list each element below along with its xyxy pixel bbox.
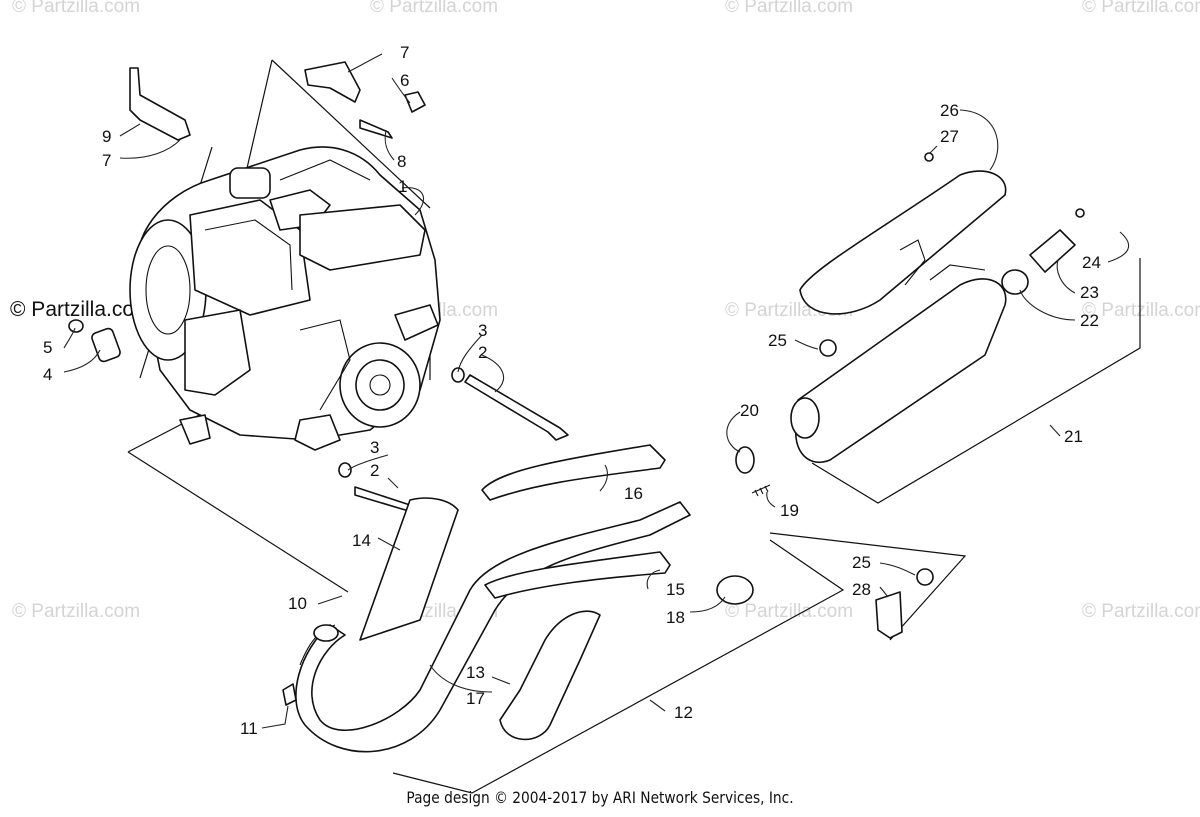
callout-25: 25: [768, 331, 787, 350]
watermark: © Partzilla.com: [725, 601, 853, 622]
callout-20: 20: [740, 401, 759, 420]
spring-part: [751, 484, 771, 497]
callout-21: 21: [1064, 427, 1083, 446]
callout-26: 26: [940, 101, 959, 120]
watermark: © Partzilla.com: [1082, 300, 1200, 321]
callout-10: 10: [288, 594, 307, 613]
callout-25: 25: [852, 553, 871, 572]
watermark: © Partzilla.com: [10, 298, 152, 321]
callout-8: 8: [397, 152, 406, 171]
watermark: © Partzilla.com: [370, 0, 498, 17]
watermark: © Partzilla.com: [12, 0, 140, 17]
callout-15: 15: [666, 580, 685, 599]
leader-lines: [63, 53, 1130, 729]
callout-24: 24: [1082, 253, 1101, 272]
callout-17: 17: [466, 689, 485, 708]
watermark: © Partzilla.com: [1082, 601, 1200, 622]
callout-22: 22: [1080, 311, 1099, 330]
callout-3: 3: [370, 438, 379, 457]
callout-2: 2: [370, 461, 379, 480]
callout-19: 19: [780, 501, 799, 520]
callout-16: 16: [624, 484, 643, 503]
callout-18: 18: [666, 608, 685, 627]
watermark: © Partzilla.com: [12, 601, 140, 622]
header-pipe: [282, 497, 691, 753]
engine-bolts: [68, 319, 569, 513]
clamp-part: [716, 575, 754, 605]
engine-assembly: [129, 146, 441, 451]
callout-11: 11: [240, 719, 258, 738]
watermark: © Partzilla.com: [1082, 0, 1200, 17]
copyright-footer: Page design © 2004-2017 by ARI Network S…: [406, 788, 794, 807]
muffler-bracket: [875, 568, 934, 639]
callout-12: 12: [674, 703, 693, 722]
muffler-heat-shield: [799, 152, 1007, 357]
callout-2: 2: [478, 343, 487, 362]
heat-shields: [481, 444, 671, 741]
callout-1: 1: [398, 177, 407, 196]
callout-9: 9: [102, 127, 111, 146]
callout-7: 7: [102, 151, 111, 170]
callout-27: 27: [940, 127, 959, 146]
callout-13: 13: [466, 663, 485, 682]
spark-arrestor: [1001, 208, 1085, 295]
callout-28: 28: [852, 580, 871, 599]
muffler-assembly: [790, 264, 1007, 463]
callout-numbers: 1 2 3 2 3 4 5 6 7 7 8 9 10 11 12 13 14 1…: [43, 43, 1101, 738]
watermark: © Partzilla.com: [725, 0, 853, 17]
callout-6: 6: [400, 71, 409, 90]
engine-mount-brackets: [129, 61, 426, 141]
callout-14: 14: [352, 531, 371, 550]
callout-23: 23: [1080, 283, 1099, 302]
callout-4: 4: [43, 365, 52, 384]
gasket-part: [735, 446, 755, 474]
callout-7: 7: [400, 43, 409, 62]
callout-5: 5: [43, 338, 52, 357]
callout-3: 3: [478, 321, 487, 340]
